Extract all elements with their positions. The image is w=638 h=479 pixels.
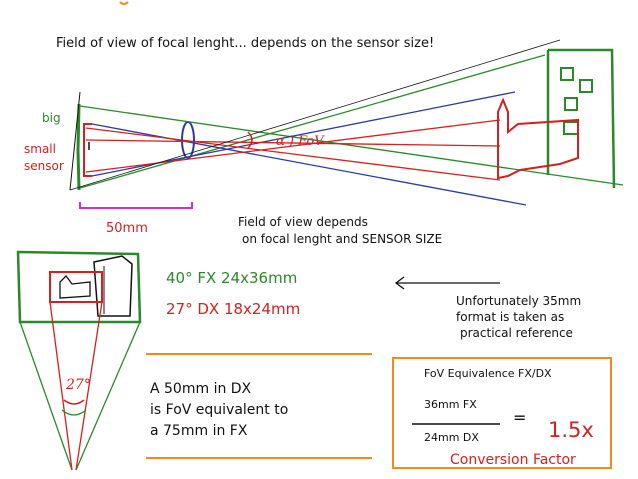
church — [497, 97, 579, 180]
black-ray — [69, 39, 561, 191]
green-fov-left — [19, 321, 73, 471]
dx-equivalence-line1: A 50mm in DX — [150, 381, 252, 397]
big-sensor-line — [76, 103, 81, 191]
conversion-denominator: 24mm DX — [424, 431, 479, 444]
diagram-title: Field of view of focal lenght... depends… — [56, 36, 435, 51]
note-depends-line1: Field of view depends — [238, 215, 368, 229]
label-big: big — [42, 111, 61, 125]
note-reference-line3: practical reference — [460, 326, 573, 340]
conversion-numerator: 36mm FX — [424, 398, 477, 411]
note-depends-line2: on focal lenght and SENSOR SIZE — [242, 232, 443, 246]
label-focal-length: 50mm — [106, 221, 148, 236]
conversion-heading: FoV Equivalence FX/DX — [424, 367, 552, 380]
red-ray-axis — [85, 139, 501, 147]
building-window — [579, 79, 593, 93]
note-reference-line2: format is taken as — [456, 310, 565, 324]
conversion-result: 1.5x — [548, 418, 594, 442]
conversion-equals: = — [513, 408, 527, 427]
label-fov: α ) FoV — [276, 134, 324, 149]
fov-angle-arc — [247, 131, 253, 149]
focal-length-bracket — [79, 202, 193, 209]
angle-27-arc — [63, 399, 85, 405]
note-reference-line1: Unfortunately 35mm — [456, 294, 582, 308]
building-window — [564, 97, 578, 111]
label-fx-format: 40° FX 24x36mm — [166, 269, 298, 287]
camera-frame — [16, 250, 142, 324]
dx-equivalence-line3: a 75mm in FX — [150, 423, 248, 439]
label-sensor: sensor — [24, 159, 64, 173]
dx-equivalence-line2: is FoV equivalent to — [150, 402, 289, 418]
church-sketch — [59, 275, 91, 299]
red-fov-left — [49, 301, 73, 471]
label-dx-format: 27° DX 18x24mm — [166, 300, 301, 318]
green-ray-top — [79, 54, 546, 189]
label-angle-27: 27° — [66, 377, 91, 393]
stray-mark — [119, 1, 129, 5]
red-ray-bottom — [85, 119, 501, 173]
sensor-tick-line — [69, 91, 81, 191]
red-ray-top — [85, 127, 501, 181]
angle-40-arc — [61, 409, 87, 416]
green-fov-right — [75, 321, 141, 471]
red-fov-right — [75, 301, 103, 471]
small-sensor-bracket — [83, 123, 92, 177]
building-sketch — [93, 255, 133, 317]
reference-arrow-head — [394, 276, 405, 290]
building-window — [560, 67, 574, 81]
conversion-caption: Conversion Factor — [450, 452, 576, 468]
conversion-box — [392, 357, 612, 469]
tall-building — [546, 48, 616, 189]
label-small: small — [24, 142, 56, 156]
building-window — [563, 121, 579, 135]
green-ray-bottom — [79, 105, 624, 186]
